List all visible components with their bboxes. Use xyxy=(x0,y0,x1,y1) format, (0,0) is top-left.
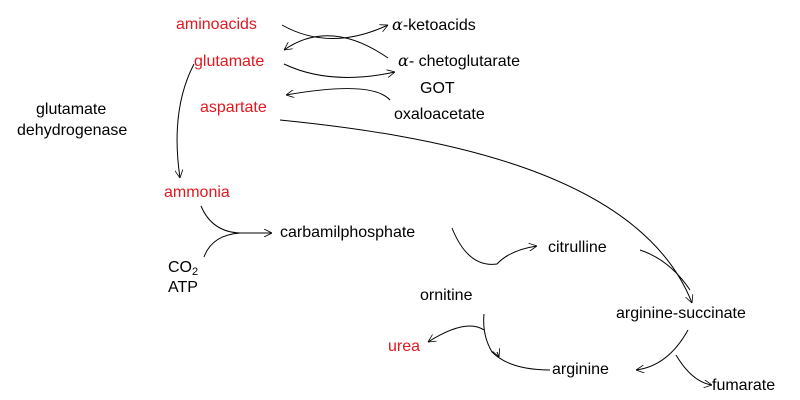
arrow-aspartate-to-argsucc xyxy=(279,119,692,303)
label-got: GOT xyxy=(420,80,455,97)
label-carbamilphosphate: carbamilphosphate xyxy=(280,224,416,241)
label-glutamate: glutamate xyxy=(194,53,265,70)
label-urea: urea xyxy=(388,338,421,355)
label-ammonia: ammonia xyxy=(164,184,230,201)
label-chetoglutarate: - chetoglutarate xyxy=(408,53,520,70)
arrow-chetoglutarate-to-glutamate xyxy=(284,35,389,59)
arrow-ammonia-branch xyxy=(200,205,241,234)
label-aminoacids: aminoacids xyxy=(176,16,257,33)
alpha-symbol: α xyxy=(398,51,409,70)
label-ornitine: ornitine xyxy=(420,287,473,304)
arrow-glutamate-to-ammonia xyxy=(177,63,195,178)
arrow-carbamil-ornitine-to-citrulline xyxy=(451,227,537,265)
arrow-arginine-to-ornitine xyxy=(483,313,551,371)
arrow-oxaloacetate-to-aspartate xyxy=(286,88,391,101)
arrow-to-urea xyxy=(428,325,485,342)
label-co2-subscript: 2 xyxy=(192,266,199,278)
arrow-glutamate-to-chetoglutarate xyxy=(283,63,395,78)
label-arginine: arginine xyxy=(552,361,609,378)
label-co2-base: CO xyxy=(168,259,192,276)
arrow-citrulline-to-argsucc xyxy=(639,249,691,291)
label-gdh-line2: dehydrogenase xyxy=(17,122,128,139)
label-atp: ATP xyxy=(168,279,198,296)
label-arginine-succinate: arginine-succinate xyxy=(616,305,746,322)
label-fumarate: fumarate xyxy=(712,377,776,394)
arrow-argsucc-to-arginine xyxy=(636,329,689,370)
arrow-aminoacids-to-ketoacids xyxy=(281,25,388,39)
label-co2: CO2 xyxy=(168,259,198,281)
label-ketoacids: -ketoacids xyxy=(402,17,476,34)
label-oxaloacetate: oxaloacetate xyxy=(394,106,485,123)
label-gdh-line1: glutamate xyxy=(36,101,107,118)
label-alpha-chetoglutarate: α- chetoglutarate xyxy=(398,52,520,71)
arrow-argsucc-branch-fumarate xyxy=(675,354,712,385)
label-citrulline: citrulline xyxy=(548,239,607,256)
label-aspartate: aspartate xyxy=(200,99,267,116)
label-alpha-ketoacids: α-ketoacids xyxy=(392,16,476,35)
alpha-symbol: α xyxy=(392,15,403,34)
arrow-co2-branch xyxy=(203,232,241,258)
arrow-ornitine-branch xyxy=(497,352,499,357)
